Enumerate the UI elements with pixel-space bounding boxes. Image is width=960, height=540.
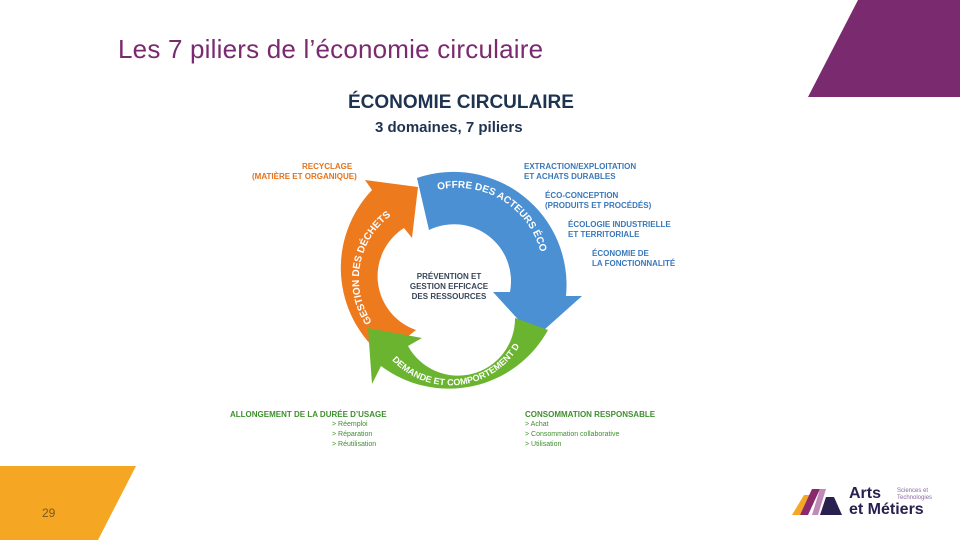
pillar-consommation-items: > Achat > Consommation collaborative > U… [525, 421, 620, 448]
logo-small-line2: Technologies [897, 495, 933, 501]
recycling-label: RECYCLAGE [302, 162, 353, 171]
logo-text-line1: Arts [849, 485, 882, 502]
logo-small-line1: Sciences et [897, 488, 929, 494]
recycling-sub-label: (MATIÈRE ET ORGANIQUE) [252, 172, 357, 181]
diagram-heading: ÉCONOMIE CIRCULAIRE [348, 92, 574, 113]
top-right-purple-shape [808, 0, 960, 97]
pillar-eco-conception: ÉCO-CONCEPTION(PRODUITS ET PROCÉDÉS) [545, 191, 652, 210]
pillar-allongement-title: ALLONGEMENT DE LA DURÉE D’USAGE [230, 410, 387, 419]
center-label: PRÉVENTION ET GESTION EFFICACE DES RESSO… [409, 272, 489, 301]
bottom-left-yellow-shape [0, 466, 136, 540]
pillar-consommation-title: CONSOMMATION RESPONSABLE [525, 410, 656, 419]
am-logo-icon [792, 489, 842, 515]
blue-arc [417, 171, 582, 338]
diagram-subheading: 3 domaines, 7 piliers [375, 119, 523, 136]
page-number: 29 [42, 506, 56, 520]
green-arc [368, 318, 548, 389]
orange-arc [340, 180, 418, 356]
pillar-allongement-items: > Réemploi > Réparation > Réutilisation [332, 421, 377, 448]
slide-title: Les 7 piliers de l’économie circulaire [118, 34, 544, 64]
logo-text-line2: et Métiers [849, 501, 924, 518]
